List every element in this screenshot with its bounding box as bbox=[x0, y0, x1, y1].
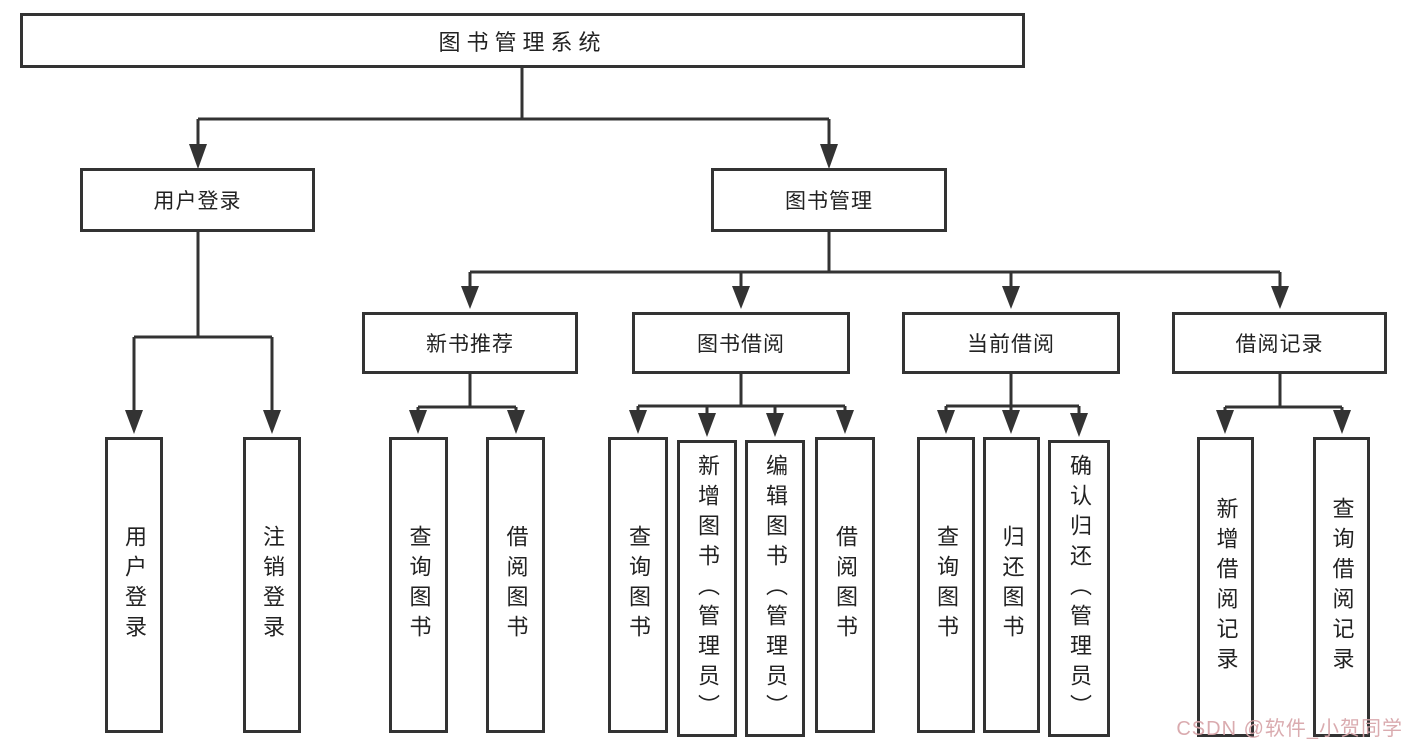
connector-book-borrow-to-leaves bbox=[629, 374, 854, 437]
connector-user-login-to-leaves bbox=[125, 232, 281, 434]
node-label: 新增借阅记录 bbox=[1213, 497, 1239, 677]
node-label: 借阅记录 bbox=[1235, 333, 1324, 356]
node-label: 查询图书 bbox=[626, 525, 651, 645]
leaf-borrow-books-recommend: 借阅图书 bbox=[486, 437, 545, 733]
node-library-management-system: 图书管理系统 bbox=[20, 13, 1025, 68]
leaf-edit-books-admin: 编辑图书（管理员） bbox=[745, 440, 805, 737]
leaf-query-books-recommend: 查询图书 bbox=[389, 437, 448, 733]
node-label: 查询图书 bbox=[934, 525, 959, 645]
node-label: 借阅图书 bbox=[503, 525, 529, 645]
node-label: 图书管理系统 bbox=[438, 29, 607, 55]
node-current-borrow: 当前借阅 bbox=[902, 312, 1120, 374]
node-label: 编辑图书（管理员） bbox=[763, 453, 788, 724]
leaf-user-login: 用户登录 bbox=[105, 437, 163, 733]
node-label: 用户登录 bbox=[122, 525, 147, 645]
connector-new-book-recommend-to-leaves bbox=[409, 374, 525, 434]
leaf-query-books-current: 查询图书 bbox=[917, 437, 975, 733]
leaf-add-books-admin: 新增图书（管理员） bbox=[677, 440, 737, 737]
leaf-borrow-books: 借阅图书 bbox=[815, 437, 875, 733]
leaf-confirm-return-admin: 确认归还（管理员） bbox=[1048, 440, 1110, 737]
node-book-management: 图书管理 bbox=[711, 168, 947, 232]
node-label: 归还图书 bbox=[999, 525, 1025, 645]
node-borrow-record: 借阅记录 bbox=[1172, 312, 1387, 374]
node-label: 用户登录 bbox=[153, 190, 242, 213]
node-label: 确认归还（管理员） bbox=[1067, 453, 1092, 724]
node-label: 图书借阅 bbox=[697, 333, 785, 356]
node-label: 注销登录 bbox=[260, 525, 285, 645]
node-new-book-recommend: 新书推荐 bbox=[362, 312, 578, 374]
node-user-login: 用户登录 bbox=[80, 168, 315, 232]
connector-root-to-level1 bbox=[189, 68, 838, 169]
node-label: 图书管理 bbox=[785, 190, 873, 213]
connector-current-borrow-to-leaves bbox=[937, 374, 1088, 437]
csdn-watermark: CSDN @软件_小贺同学 bbox=[1176, 718, 1403, 740]
leaf-add-borrow-record: 新增借阅记录 bbox=[1197, 437, 1254, 737]
node-label: 新书推荐 bbox=[426, 333, 514, 356]
leaf-query-books-borrow: 查询图书 bbox=[608, 437, 668, 733]
node-label: 查询图书 bbox=[406, 525, 432, 645]
node-book-borrow: 图书借阅 bbox=[632, 312, 850, 374]
node-label: 当前借阅 bbox=[967, 333, 1055, 356]
leaf-return-books: 归还图书 bbox=[983, 437, 1040, 733]
node-label: 新增图书（管理员） bbox=[695, 453, 720, 724]
leaf-query-borrow-record: 查询借阅记录 bbox=[1313, 437, 1370, 737]
leaf-logout: 注销登录 bbox=[243, 437, 301, 733]
connector-borrow-record-to-leaves bbox=[1216, 374, 1351, 434]
node-label: 借阅图书 bbox=[833, 525, 858, 645]
node-label: 查询借阅记录 bbox=[1329, 497, 1355, 677]
connector-book-management-to-level2 bbox=[461, 232, 1289, 309]
